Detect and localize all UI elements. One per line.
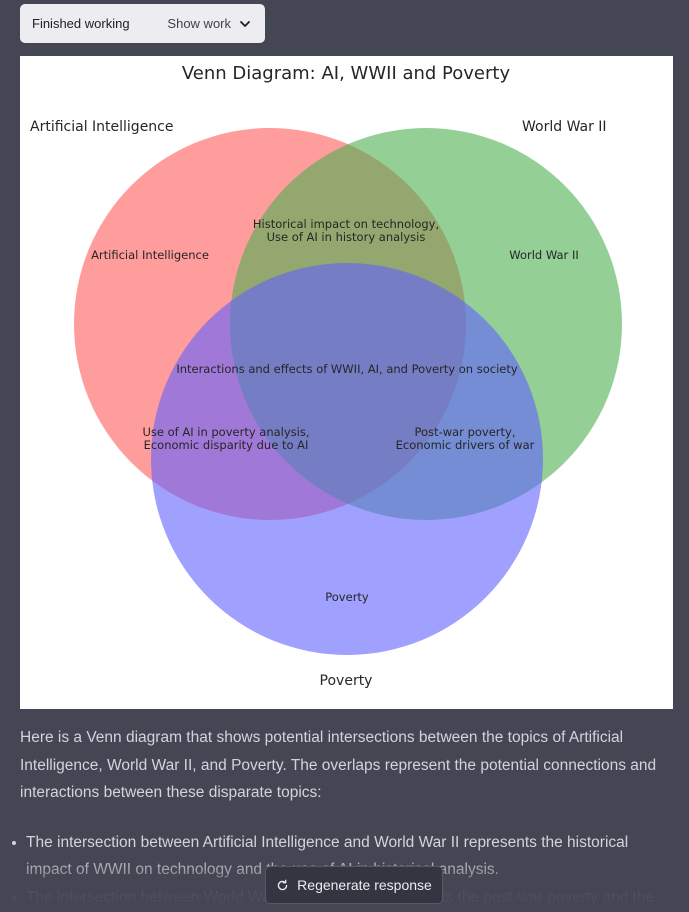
region-wwii-poverty-line2: Economic drivers of war — [396, 438, 535, 452]
chevron-down-icon — [240, 20, 250, 27]
circle-poverty — [151, 263, 543, 655]
region-ai-poverty-line1: Use of AI in poverty analysis, — [142, 425, 309, 439]
region-ai-poverty-line2: Economic disparity due to AI — [144, 438, 309, 452]
diagram-title: Venn Diagram: AI, WWII and Poverty — [182, 63, 511, 84]
region-wwii-poverty-line1: Post-war poverty, — [415, 425, 516, 439]
show-work-toggle[interactable]: Show work — [167, 16, 251, 31]
work-status-bar: Finished working Show work — [20, 4, 265, 43]
region-all-three: Interactions and effects of WWII, AI, an… — [176, 362, 518, 376]
show-work-label: Show work — [167, 16, 231, 31]
region-poverty-only: Poverty — [325, 590, 369, 604]
region-ai-only: Artificial Intelligence — [91, 248, 209, 262]
answer-intro: Here is a Venn diagram that shows potent… — [20, 729, 657, 801]
status-label: Finished working — [32, 16, 130, 31]
regenerate-label: Regenerate response — [297, 877, 432, 893]
set-label-poverty: Poverty — [320, 673, 373, 689]
venn-diagram-image: Venn Diagram: AI, WWII and Poverty Artif… — [20, 56, 673, 709]
set-label-wwii: World War II — [522, 119, 607, 135]
venn-diagram: Venn Diagram: AI, WWII and Poverty Artif… — [30, 63, 622, 689]
refresh-icon — [277, 879, 288, 890]
set-label-ai: Artificial Intelligence — [30, 119, 174, 135]
region-wwii-only: World War II — [509, 248, 578, 262]
region-ai-wwii-line2: Use of AI in history analysis — [267, 230, 426, 244]
region-ai-wwii-line1: Historical impact on technology, — [253, 217, 439, 231]
regenerate-response-button[interactable]: Regenerate response — [265, 866, 443, 904]
